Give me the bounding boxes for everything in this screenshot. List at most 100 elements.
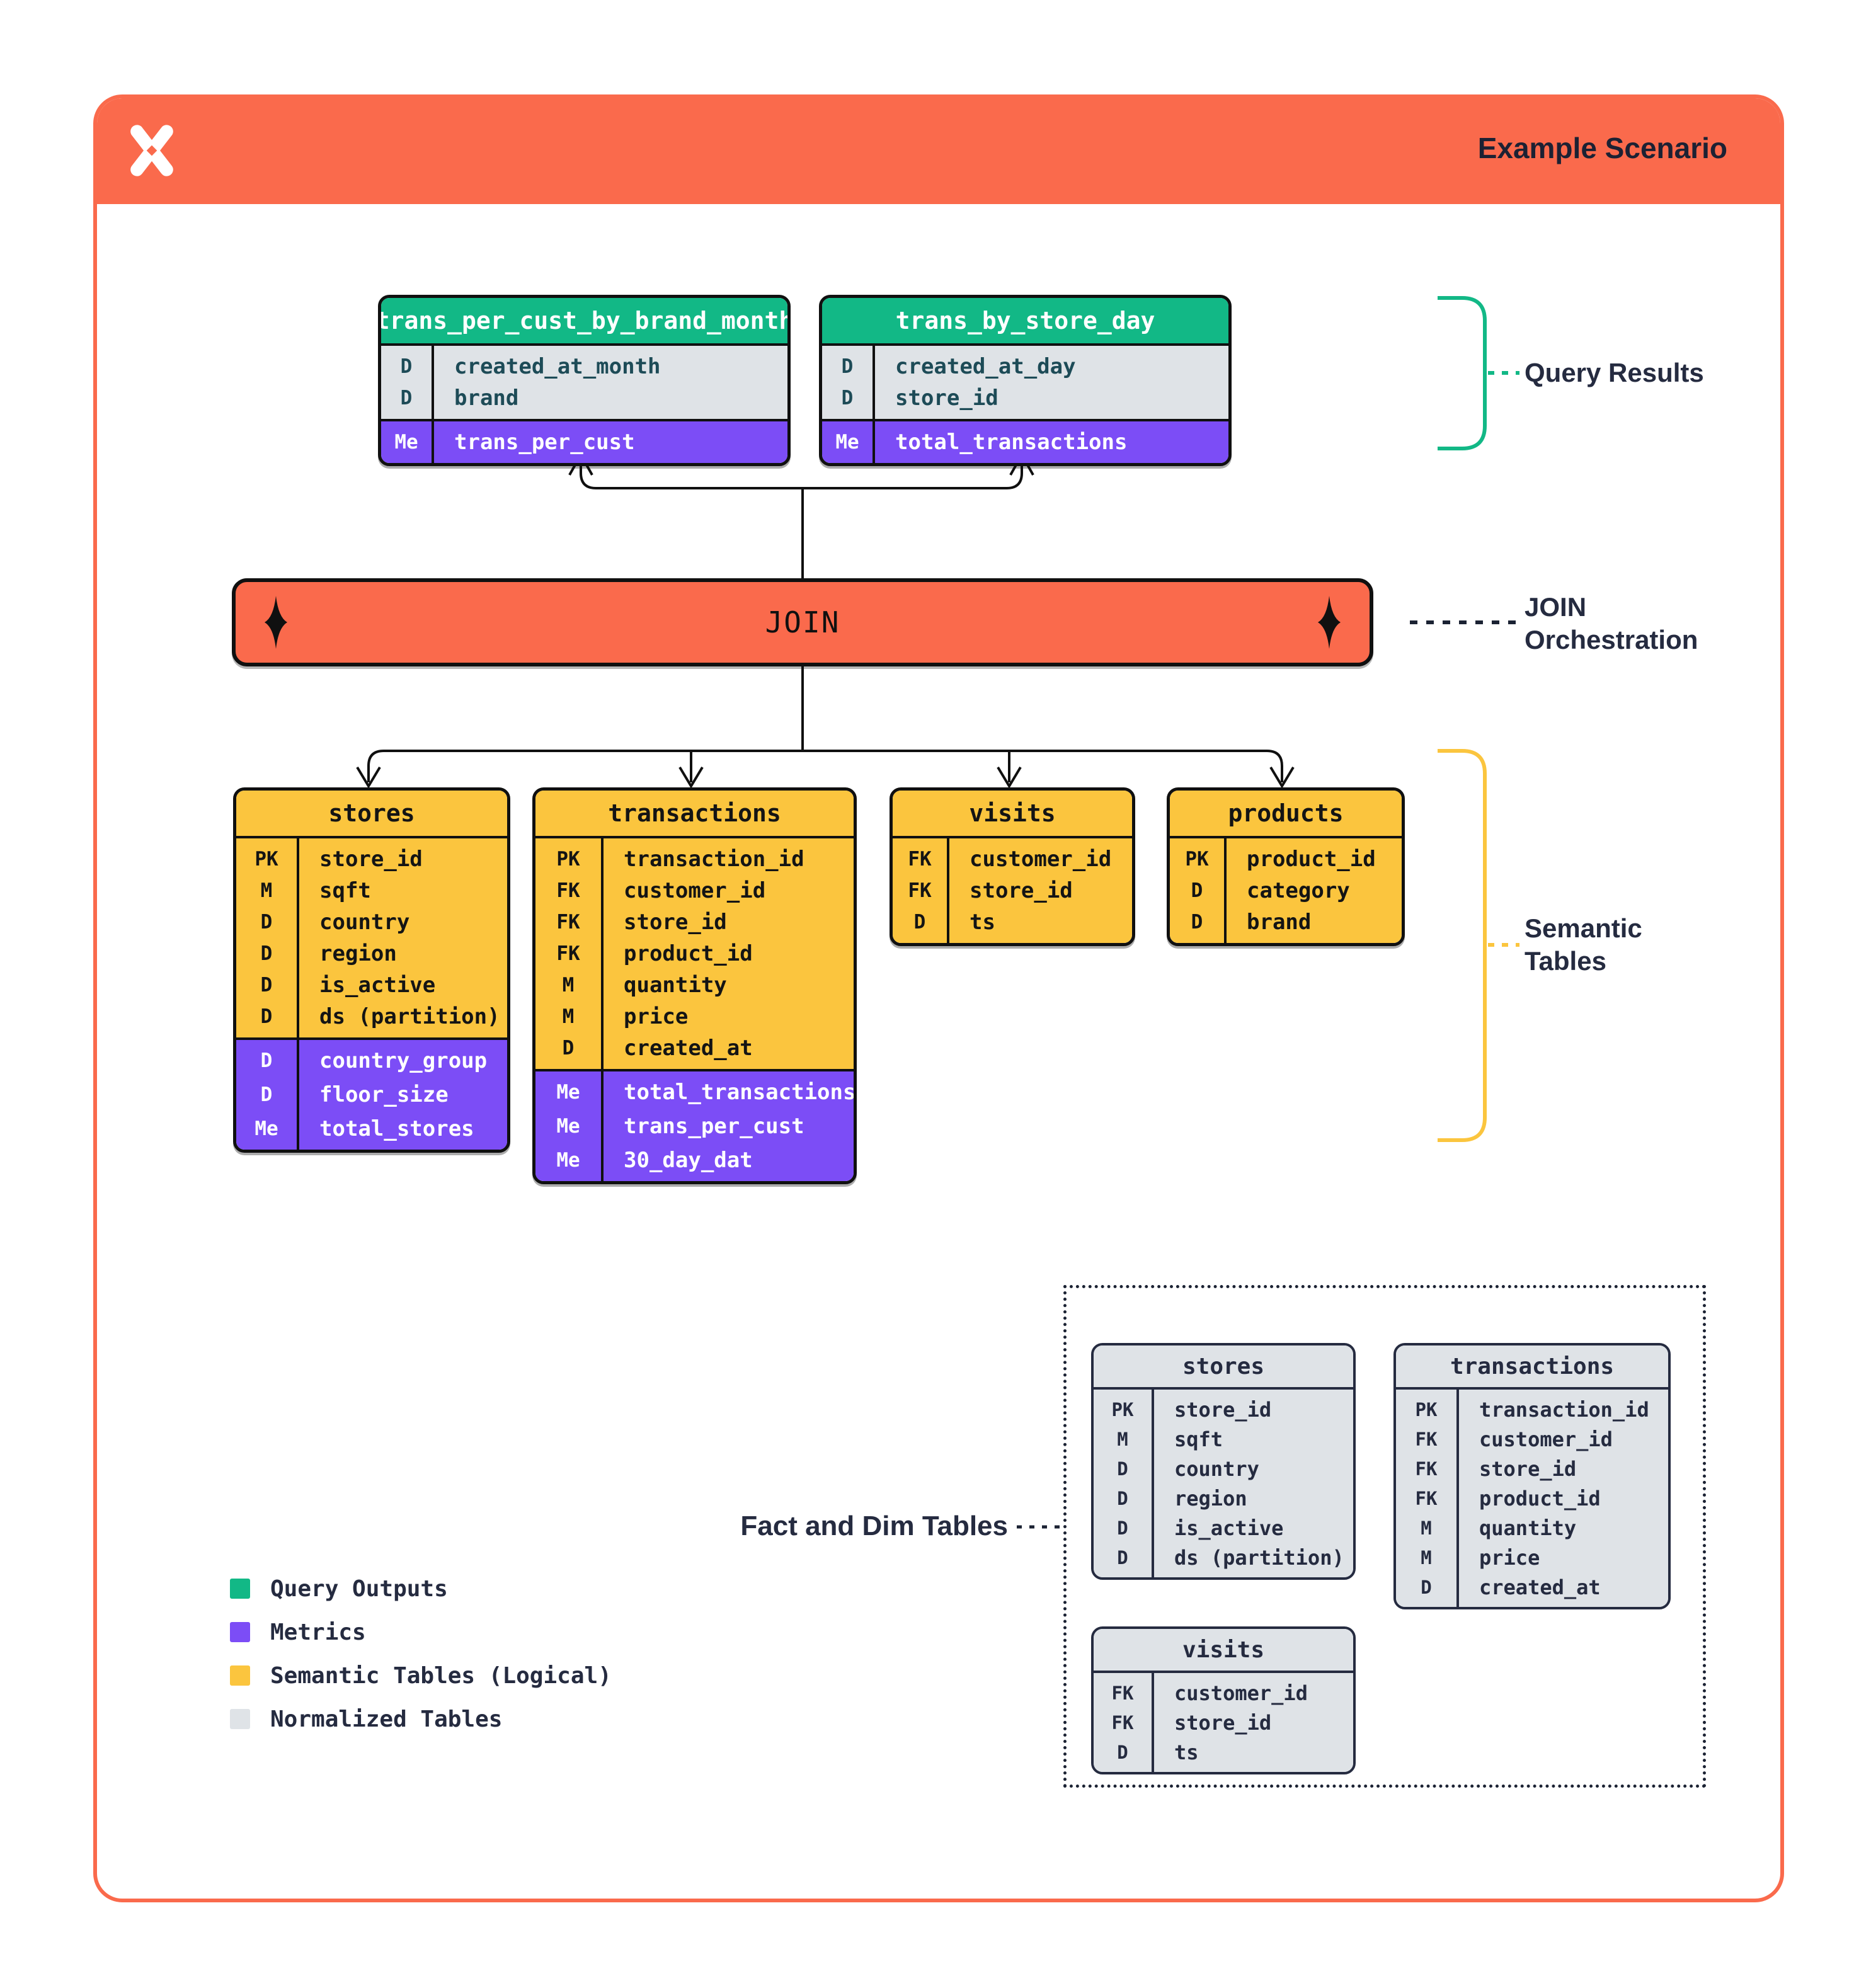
join-orchestration-label-line1: JOIN <box>1525 592 1587 622</box>
column-name: country <box>1174 1456 1259 1481</box>
table-title: products <box>1170 791 1402 836</box>
column-key: D <box>1117 1546 1128 1568</box>
table-row: Me 30_day_dat <box>535 1143 854 1177</box>
legend: Query Outputs Metrics Semantic Tables (L… <box>230 1575 612 1752</box>
column-name: brand <box>1247 910 1312 935</box>
brand-x-logo-icon <box>130 125 173 176</box>
column-name: total_stores <box>319 1116 474 1141</box>
column-key: D <box>913 911 926 934</box>
column-key: M <box>1117 1428 1128 1450</box>
column-key: Me <box>556 1081 580 1104</box>
column-name: 30_day_dat <box>624 1148 753 1173</box>
column-name: store_id <box>1174 1397 1272 1422</box>
column-key: D <box>260 911 273 934</box>
column-key: M <box>1421 1546 1432 1568</box>
column-key: D <box>260 942 273 965</box>
column-name: brand <box>454 386 519 411</box>
column-name: trans_per_cust <box>454 430 635 455</box>
column-key: PK <box>1111 1398 1134 1420</box>
table-title: visits <box>893 791 1132 836</box>
header-band: Example Scenario <box>97 98 1780 204</box>
table-title: transactions <box>535 791 854 836</box>
column-key: D <box>1191 911 1203 934</box>
column-key: M <box>562 1005 575 1028</box>
column-key: Me <box>835 431 859 454</box>
column-key: D <box>1421 1576 1432 1598</box>
column-key: D <box>1117 1517 1128 1539</box>
column-name: country_group <box>319 1048 488 1073</box>
column-name: product_id <box>624 941 753 966</box>
column-key: M <box>260 879 273 902</box>
column-key: D <box>1117 1458 1128 1480</box>
diamond-icon <box>265 596 287 649</box>
column-name: total_transactions <box>624 1080 856 1105</box>
table-title: transactions <box>1396 1345 1668 1387</box>
legend-label: Semantic Tables (Logical) <box>270 1662 612 1689</box>
column-key: D <box>1191 879 1203 902</box>
diamond-icon <box>1318 596 1341 649</box>
legend-label: Normalized Tables <box>270 1706 503 1732</box>
column-key: Me <box>556 1115 580 1138</box>
column-key: D <box>400 387 413 409</box>
column-name: ts <box>1174 1740 1199 1764</box>
semantic-tables-label-line2: Tables <box>1525 946 1606 976</box>
column-key: D <box>400 355 413 378</box>
column-name: category <box>1247 878 1350 903</box>
column-key: D <box>260 1083 273 1106</box>
column-key: D <box>260 1005 273 1028</box>
legend-swatch-purple <box>230 1622 250 1642</box>
column-key: FK <box>556 942 580 965</box>
column-key: Me <box>556 1149 580 1172</box>
column-name: sqft <box>1174 1427 1223 1451</box>
column-name: store_id <box>1479 1456 1577 1481</box>
column-key: FK <box>1415 1428 1438 1450</box>
table-title: trans_by_store_day <box>822 298 1228 343</box>
column-key: D <box>1117 1741 1128 1763</box>
column-key: FK <box>556 879 580 902</box>
column-name: region <box>1174 1486 1247 1511</box>
column-name: ts <box>970 910 995 935</box>
semantic-tables-label: Semantic Tables <box>1525 912 1642 978</box>
join-label: JOIN <box>765 605 840 639</box>
column-name: product_id <box>1247 847 1376 872</box>
table-row: PK store_id <box>1094 1395 1353 1424</box>
legend-label: Query Outputs <box>270 1575 448 1602</box>
column-name: created_at <box>624 1036 753 1061</box>
query-results-label: Query Results <box>1525 358 1704 387</box>
